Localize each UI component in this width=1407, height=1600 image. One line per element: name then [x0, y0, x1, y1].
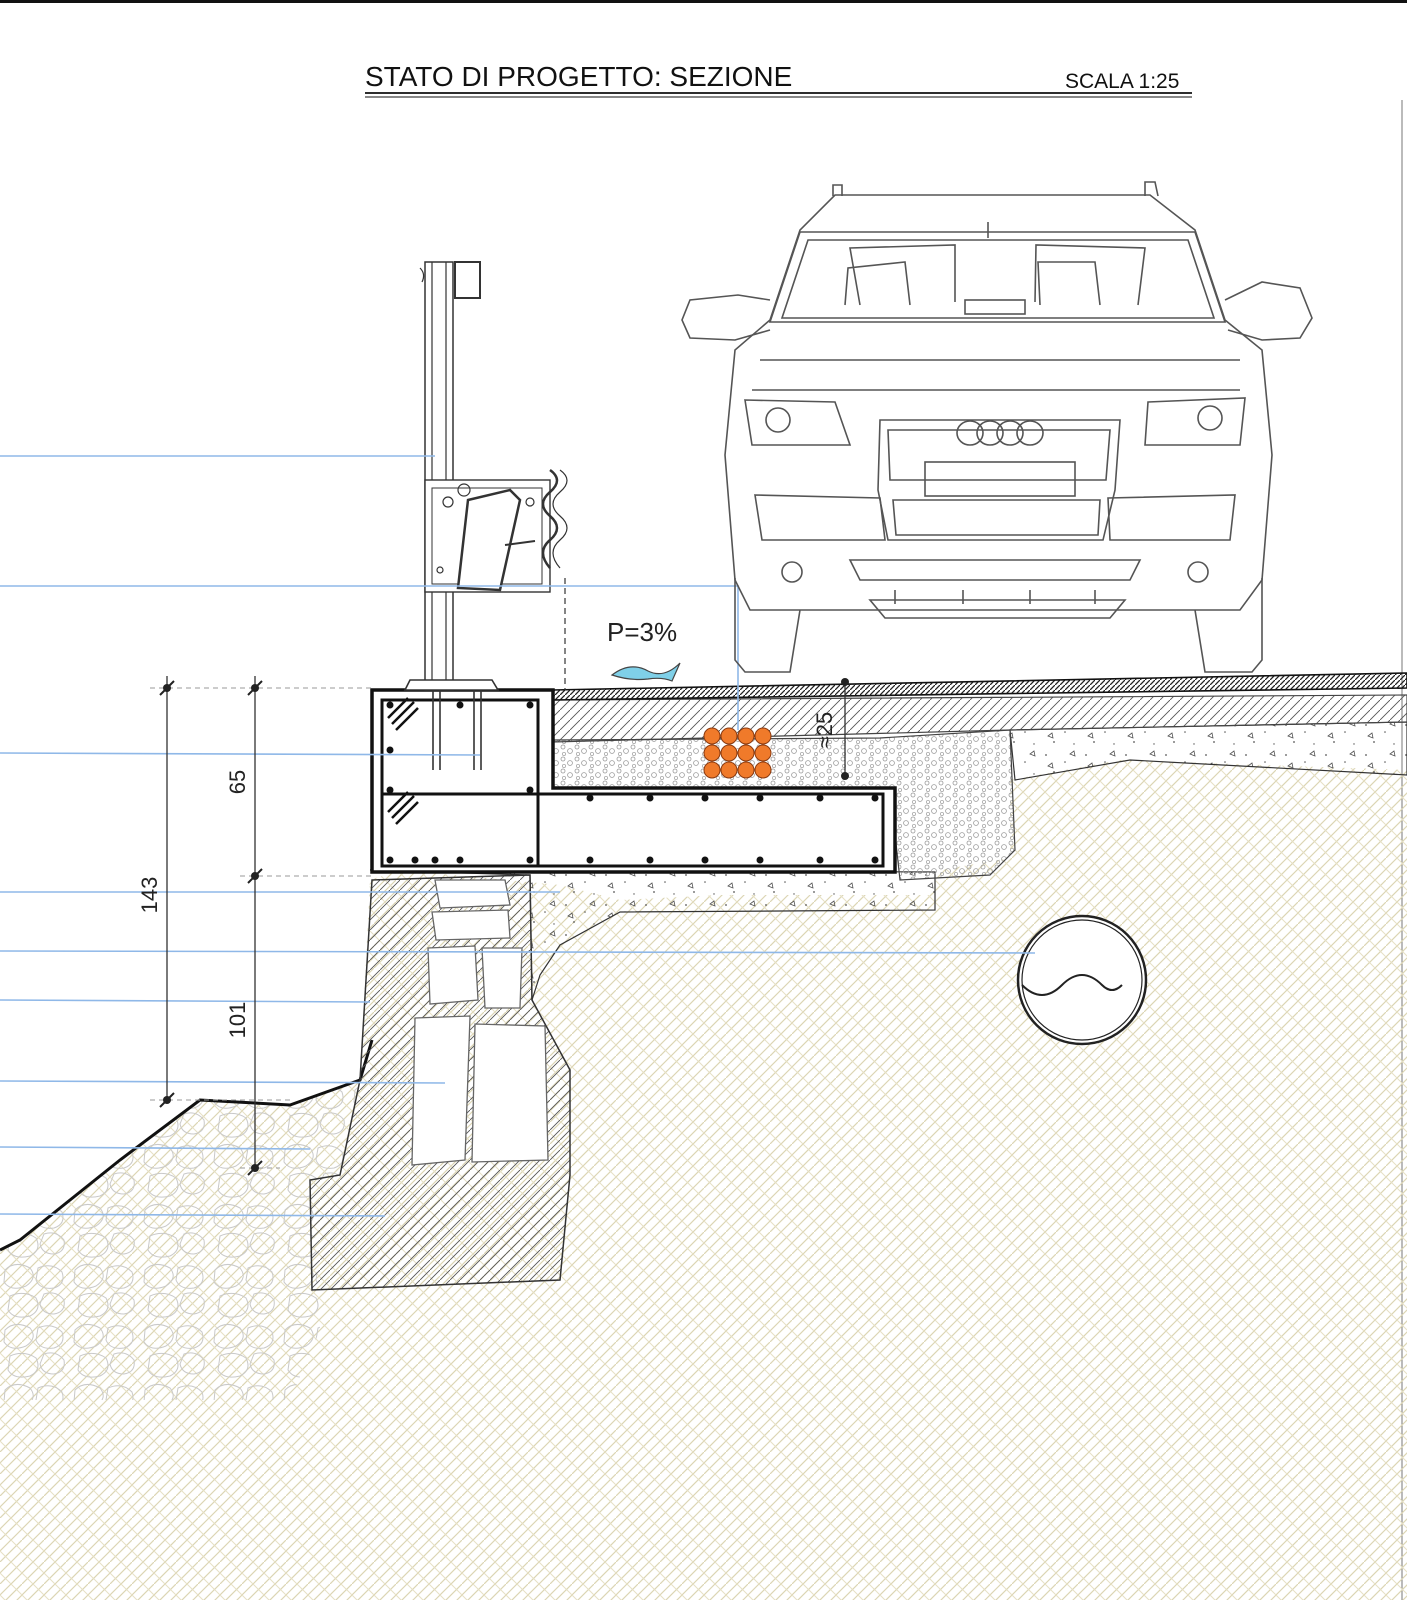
dim-total-height: 143 — [137, 877, 162, 914]
dim-upper-height: 65 — [225, 770, 250, 794]
rebar-bar — [386, 856, 394, 864]
drainage-pipe — [1016, 914, 1148, 1046]
conduit-pipe — [754, 761, 772, 779]
rebar-bar — [586, 856, 594, 864]
rebar-bar — [526, 856, 534, 864]
slope-indicator: P=3% — [607, 617, 681, 682]
rebar-bar — [646, 794, 654, 802]
conduit-pipe — [703, 761, 721, 779]
conduit-pipe — [720, 761, 738, 779]
leader-lines — [0, 455, 1036, 1217]
conduit-pipe — [703, 727, 721, 745]
lean-concrete — [369, 869, 936, 1001]
rebar-bar — [816, 794, 824, 802]
rebar-bar — [816, 856, 824, 864]
dim-pavement-depth: ≈25 — [812, 712, 837, 749]
conduit-pipe — [737, 761, 755, 779]
rebar-bar — [871, 856, 879, 864]
rebar-bar — [386, 786, 394, 794]
rebar-bar — [456, 856, 464, 864]
rebar-bar — [431, 856, 439, 864]
rebar-bar — [386, 701, 394, 709]
conduit-pipe — [737, 727, 755, 745]
cable-conduits — [703, 727, 772, 779]
rebar-bar — [586, 794, 594, 802]
rebar-bar — [386, 746, 394, 754]
rebar-bar — [701, 856, 709, 864]
car-front-view — [681, 181, 1313, 673]
slope-label: P=3% — [607, 617, 677, 647]
rebar-bar — [756, 856, 764, 864]
masonry-stones — [411, 879, 549, 1166]
rebar-bar — [411, 856, 419, 864]
reinforced-curb-beam — [370, 688, 897, 874]
dim-lower-height: 101 — [225, 1002, 250, 1039]
slope-arrow-icon — [610, 662, 681, 682]
conduit-pipe — [720, 727, 738, 745]
conduit-pipe — [703, 744, 721, 762]
rock-fill — [0, 1080, 360, 1400]
rebar-bar — [526, 786, 534, 794]
drawing-scale: SCALA 1:25 — [1065, 70, 1179, 93]
title-block: STATO DI PROGETTO: SEZIONE SCALA 1:25 — [365, 61, 1192, 98]
rebar-bar — [646, 856, 654, 864]
rebar-bar — [756, 794, 764, 802]
conduit-pipe — [754, 744, 772, 762]
conduit-pipe — [720, 744, 738, 762]
guardrail-post — [403, 261, 568, 770]
drawing-title: STATO DI PROGETTO: SEZIONE — [365, 61, 792, 92]
conduit-pipe — [754, 727, 772, 745]
rebar-bar — [456, 701, 464, 709]
dimension-lines: 143 65 101 ≈25 — [137, 676, 849, 1176]
rebar-bar — [701, 794, 709, 802]
conduit-pipe — [737, 744, 755, 762]
rebar-bar — [526, 701, 534, 709]
rebar-bar — [871, 794, 879, 802]
